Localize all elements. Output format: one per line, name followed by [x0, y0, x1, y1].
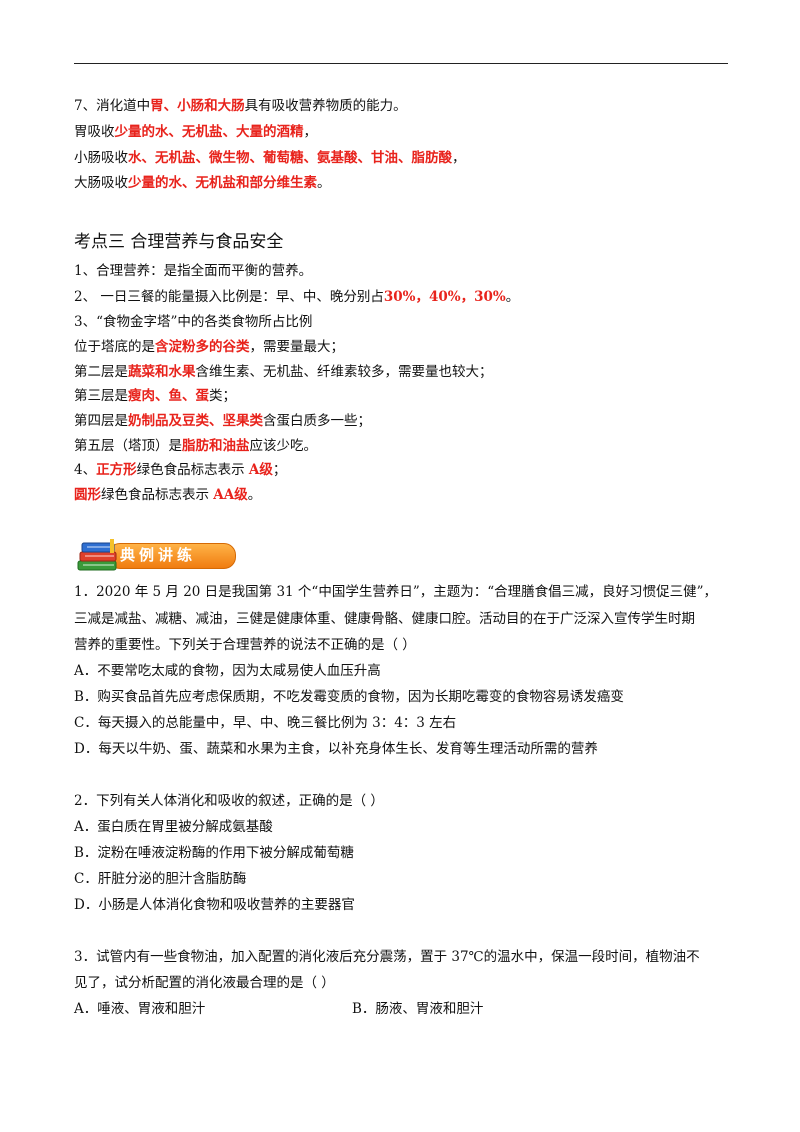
section-heading: 考点三 合理营养与食品安全 [74, 232, 284, 252]
q1-option-c: C．每天摄入的总能量中，早、中、晚三餐比例为 3：4：3 左右 [74, 715, 457, 731]
kaodian-line-1: 1、合理营养：是指全面而平衡的营养。 [74, 263, 313, 279]
q1-option-a: A．不要常吃太咸的食物，因为太咸易使人血压升高 [74, 663, 381, 679]
q1-stem-line-3: 营养的重要性。下列关于合理营养的说法不正确的是（ ） [74, 637, 416, 653]
q1-option-d: D．每天以牛奶、蛋、蔬菜和水果为主食，以补充身体生长、发育等生理活动所需的营养 [74, 741, 598, 757]
q3-option-a: A．唾液、胃液和胆汁 [74, 1001, 206, 1017]
q2-stem: 2．下列有关人体消化和吸收的叙述，正确的是（ ） [74, 793, 384, 809]
q2-option-b: B．淀粉在唾液淀粉酶的作用下被分解成葡萄糖 [74, 845, 354, 861]
kaodian-line-6: 第三层是瘦肉、鱼、蛋类； [74, 388, 236, 404]
q2-option-d: D．小肠是人体消化食物和吸收营养的主要器官 [74, 897, 355, 913]
kaodian-line-7: 第四层是奶制品及豆类、坚果类含蛋白质多一些； [74, 413, 371, 429]
kaodian-line-4: 位于塔底的是含淀粉多的谷类，需要量最大； [74, 339, 344, 355]
sec7-line-1: 7、消化道中胃、小肠和大肠具有吸收营养物质的能力。 [74, 98, 407, 114]
q3-stem-line-2: 见了，试分析配置的消化液最合理的是（ ） [74, 975, 335, 991]
sec7-line-2: 胃吸收少量的水、无机盐、大量的酒精， [74, 124, 317, 140]
q3-stem-line-1: 3．试管内有一些食物油，加入配置的消化液后充分震荡，置于 37℃的温水中，保温一… [74, 949, 700, 965]
q3-option-b: B．肠液、胃液和胆汁 [352, 1001, 484, 1017]
q1-stem-line-2: 三减是减盐、减糖、减油，三健是健康体重、健康骨骼、健康口腔。活动目的在于广泛深入… [74, 611, 695, 627]
kaodian-line-9: 4、正方形绿色食品标志表示 A级； [74, 462, 287, 478]
banner-pill [108, 543, 236, 569]
kaodian-line-5: 第二层是蔬菜和水果含维生素、无机盐、纤维素较多，需要量也较大； [74, 364, 493, 380]
kaodian-line-10: 圆形绿色食品标志表示 AA级。 [74, 487, 262, 503]
q1-option-b: B．购买食品首先应考虑保质期，不吃发霉变质的食物，因为长期吃霉变的食物容易诱发癌… [74, 689, 624, 705]
kaodian-line-3: 3、“食物金字塔”中的各类食物所占比例 [74, 314, 313, 330]
sec7-line-3: 小肠吸收水、无机盐、微生物、葡萄糖、氨基酸、甘油、脂肪酸， [74, 150, 466, 166]
header-rule [74, 63, 728, 64]
sec7-line-4: 大肠吸收少量的水、无机盐和部分维生素。 [74, 175, 331, 191]
q2-option-c: C．肝脏分泌的胆汁含脂肪酶 [74, 871, 247, 887]
q1-stem-line-1: 1．2020 年 5 月 20 日是我国第 31 个“中国学生营养日”，主题为：… [74, 584, 718, 600]
kaodian-line-8: 第五层（塔顶）是脂肪和油盐应该少吃。 [74, 438, 317, 454]
q2-option-a: A．蛋白质在胃里被分解成氨基酸 [74, 819, 273, 835]
banner-label: 典例讲练 [120, 546, 197, 564]
example-banner: 典例讲练 [74, 535, 244, 575]
kaodian-line-2: 2、 一日三餐的能量摄入比例是：早、中、晚分别占30%，40%，30%。 [74, 289, 520, 305]
books-icon [77, 539, 117, 571]
